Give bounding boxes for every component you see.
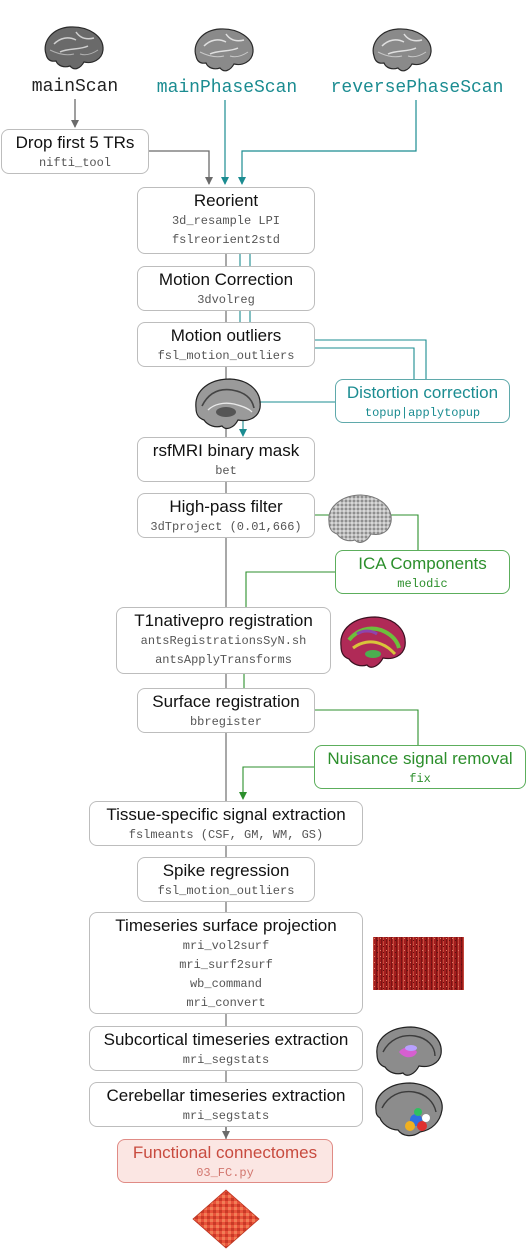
arrow-nuisance-tissue xyxy=(239,766,315,800)
step-nuisance-removal: Nuisance signal removal fix xyxy=(314,745,526,789)
step-title: High-pass filter xyxy=(169,497,283,516)
step-command: mri_segstats xyxy=(182,1053,270,1067)
input-mainphasescan: mainPhaseScan xyxy=(156,78,298,98)
step-drop-trs: Drop first 5 TRs nifti_tool xyxy=(1,129,149,174)
step-title: T1nativepro registration xyxy=(134,611,313,630)
step-command: fslmeants (CSF, GM, WM, GS) xyxy=(128,828,324,842)
step-command: melodic xyxy=(397,577,448,591)
arrow-reversephase-reorient xyxy=(238,100,417,185)
step-command: mri_convert xyxy=(186,996,266,1010)
step-surface-projection: Timeseries surface projection mri_vol2su… xyxy=(89,912,363,1014)
step-command: wb_command xyxy=(189,977,262,991)
step-command: bbregister xyxy=(189,715,262,729)
step-title: ICA Components xyxy=(358,554,487,573)
step-title: Reorient xyxy=(193,191,259,210)
step-command: fix xyxy=(409,772,431,786)
input-reversephasescan: reversePhaseScan xyxy=(330,78,504,98)
step-title: Nuisance signal removal xyxy=(327,749,513,768)
step-reorient: Reorient 3d_resample LPI fslreorient2std xyxy=(137,187,315,254)
teal-route-a xyxy=(314,339,427,380)
step-highpass-filter: High-pass filter 3dTproject (0.01,666) xyxy=(137,493,315,538)
green-surfreg-nuisance xyxy=(314,709,419,745)
step-title: Motion outliers xyxy=(170,326,282,345)
step-command: mri_surf2surf xyxy=(179,958,273,972)
step-title: Surface registration xyxy=(152,692,300,711)
step-command: 3dTproject (0.01,666) xyxy=(150,520,302,534)
cerebellar-brain-image xyxy=(375,1082,443,1137)
mainphasescan-brain-image xyxy=(194,28,254,72)
step-title: Timeseries surface projection xyxy=(115,916,337,935)
step-command: antsApplyTransforms xyxy=(155,653,292,667)
mainscan-brain-image xyxy=(44,26,104,70)
step-title: Drop first 5 TRs xyxy=(15,133,135,152)
reversephasescan-brain-image xyxy=(372,28,432,72)
step-title: Cerebellar timeseries extraction xyxy=(106,1086,346,1105)
step-command: 3dvolreg xyxy=(197,293,255,307)
line-drop-reorient xyxy=(149,150,210,156)
step-command: bet xyxy=(215,464,237,478)
connectome-matrix-image xyxy=(192,1189,260,1249)
sagittal-brain-image xyxy=(195,378,261,430)
step-command: nifti_tool xyxy=(38,156,111,170)
step-command: 03_FC.py xyxy=(196,1166,254,1180)
step-command: 3d_resample LPI xyxy=(171,214,281,228)
step-title: rsfMRI binary mask xyxy=(152,441,300,460)
step-title: Functional connectomes xyxy=(132,1143,318,1162)
step-distortion-correction: Distortion correction topup|applytopup xyxy=(335,379,510,423)
step-motion-correction: Motion Correction 3dvolreg xyxy=(137,266,315,311)
step-surface-registration: Surface registration bbregister xyxy=(137,688,315,733)
step-command: mri_vol2surf xyxy=(182,939,270,953)
step-motion-outliers: Motion outliers fsl_motion_outliers xyxy=(137,322,315,367)
step-command: mri_segstats xyxy=(182,1109,270,1123)
step-t1nativepro-registration: T1nativepro registration antsRegistratio… xyxy=(116,607,331,674)
step-subcortical-extraction: Subcortical timeseries extraction mri_se… xyxy=(89,1026,363,1071)
step-title: Subcortical timeseries extraction xyxy=(103,1030,349,1049)
step-title: Distortion correction xyxy=(346,383,499,402)
step-cerebellar-extraction: Cerebellar timeseries extraction mri_seg… xyxy=(89,1082,363,1127)
step-command: fslreorient2std xyxy=(171,233,281,247)
step-title: Motion Correction xyxy=(158,270,294,289)
step-command: antsRegistrationsSyN.sh xyxy=(140,634,307,648)
step-tissue-extraction: Tissue-specific signal extraction fslmea… xyxy=(89,801,363,846)
teal-route-b xyxy=(314,347,415,380)
step-spike-regression: Spike regression fsl_motion_outliers xyxy=(137,857,315,902)
step-binary-mask: rsfMRI binary mask bet xyxy=(137,437,315,482)
step-command: topup|applytopup xyxy=(364,406,481,420)
step-command: fsl_motion_outliers xyxy=(157,884,295,898)
step-functional-connectomes: Functional connectomes 03_FC.py xyxy=(117,1139,333,1183)
step-title: Spike regression xyxy=(162,861,290,880)
subcortical-brain-image xyxy=(376,1026,442,1076)
step-title: Tissue-specific signal extraction xyxy=(106,805,346,824)
step-ica-components: ICA Components melodic xyxy=(335,550,510,594)
step-command: fsl_motion_outliers xyxy=(157,349,295,363)
noise-brain-image xyxy=(328,494,392,543)
input-mainscan: mainScan xyxy=(31,77,119,97)
timeseries-heatmap-image xyxy=(373,937,464,990)
registration-brain-image xyxy=(340,616,406,668)
green-ica-t1reg xyxy=(245,571,335,607)
